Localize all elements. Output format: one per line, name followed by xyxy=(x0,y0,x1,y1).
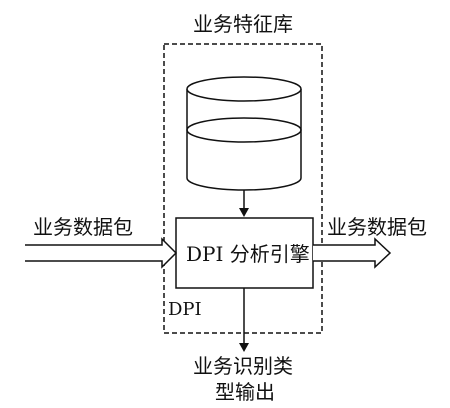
result-label-line2: 型输出 xyxy=(215,380,275,404)
database-cylinder-icon xyxy=(186,76,302,191)
dpi-container-label: DPI xyxy=(168,299,202,320)
dpi-engine-label: DPI 分析引擎 xyxy=(186,242,310,266)
input-hollow-arrow xyxy=(25,237,178,269)
output-hollow-arrow xyxy=(313,237,392,269)
output-packet-label: 业务数据包 xyxy=(327,215,427,239)
input-packet-label: 业务数据包 xyxy=(33,215,133,239)
feature-library-title: 业务特征库 xyxy=(193,12,293,36)
result-label-line1: 业务识别类 xyxy=(193,354,293,378)
